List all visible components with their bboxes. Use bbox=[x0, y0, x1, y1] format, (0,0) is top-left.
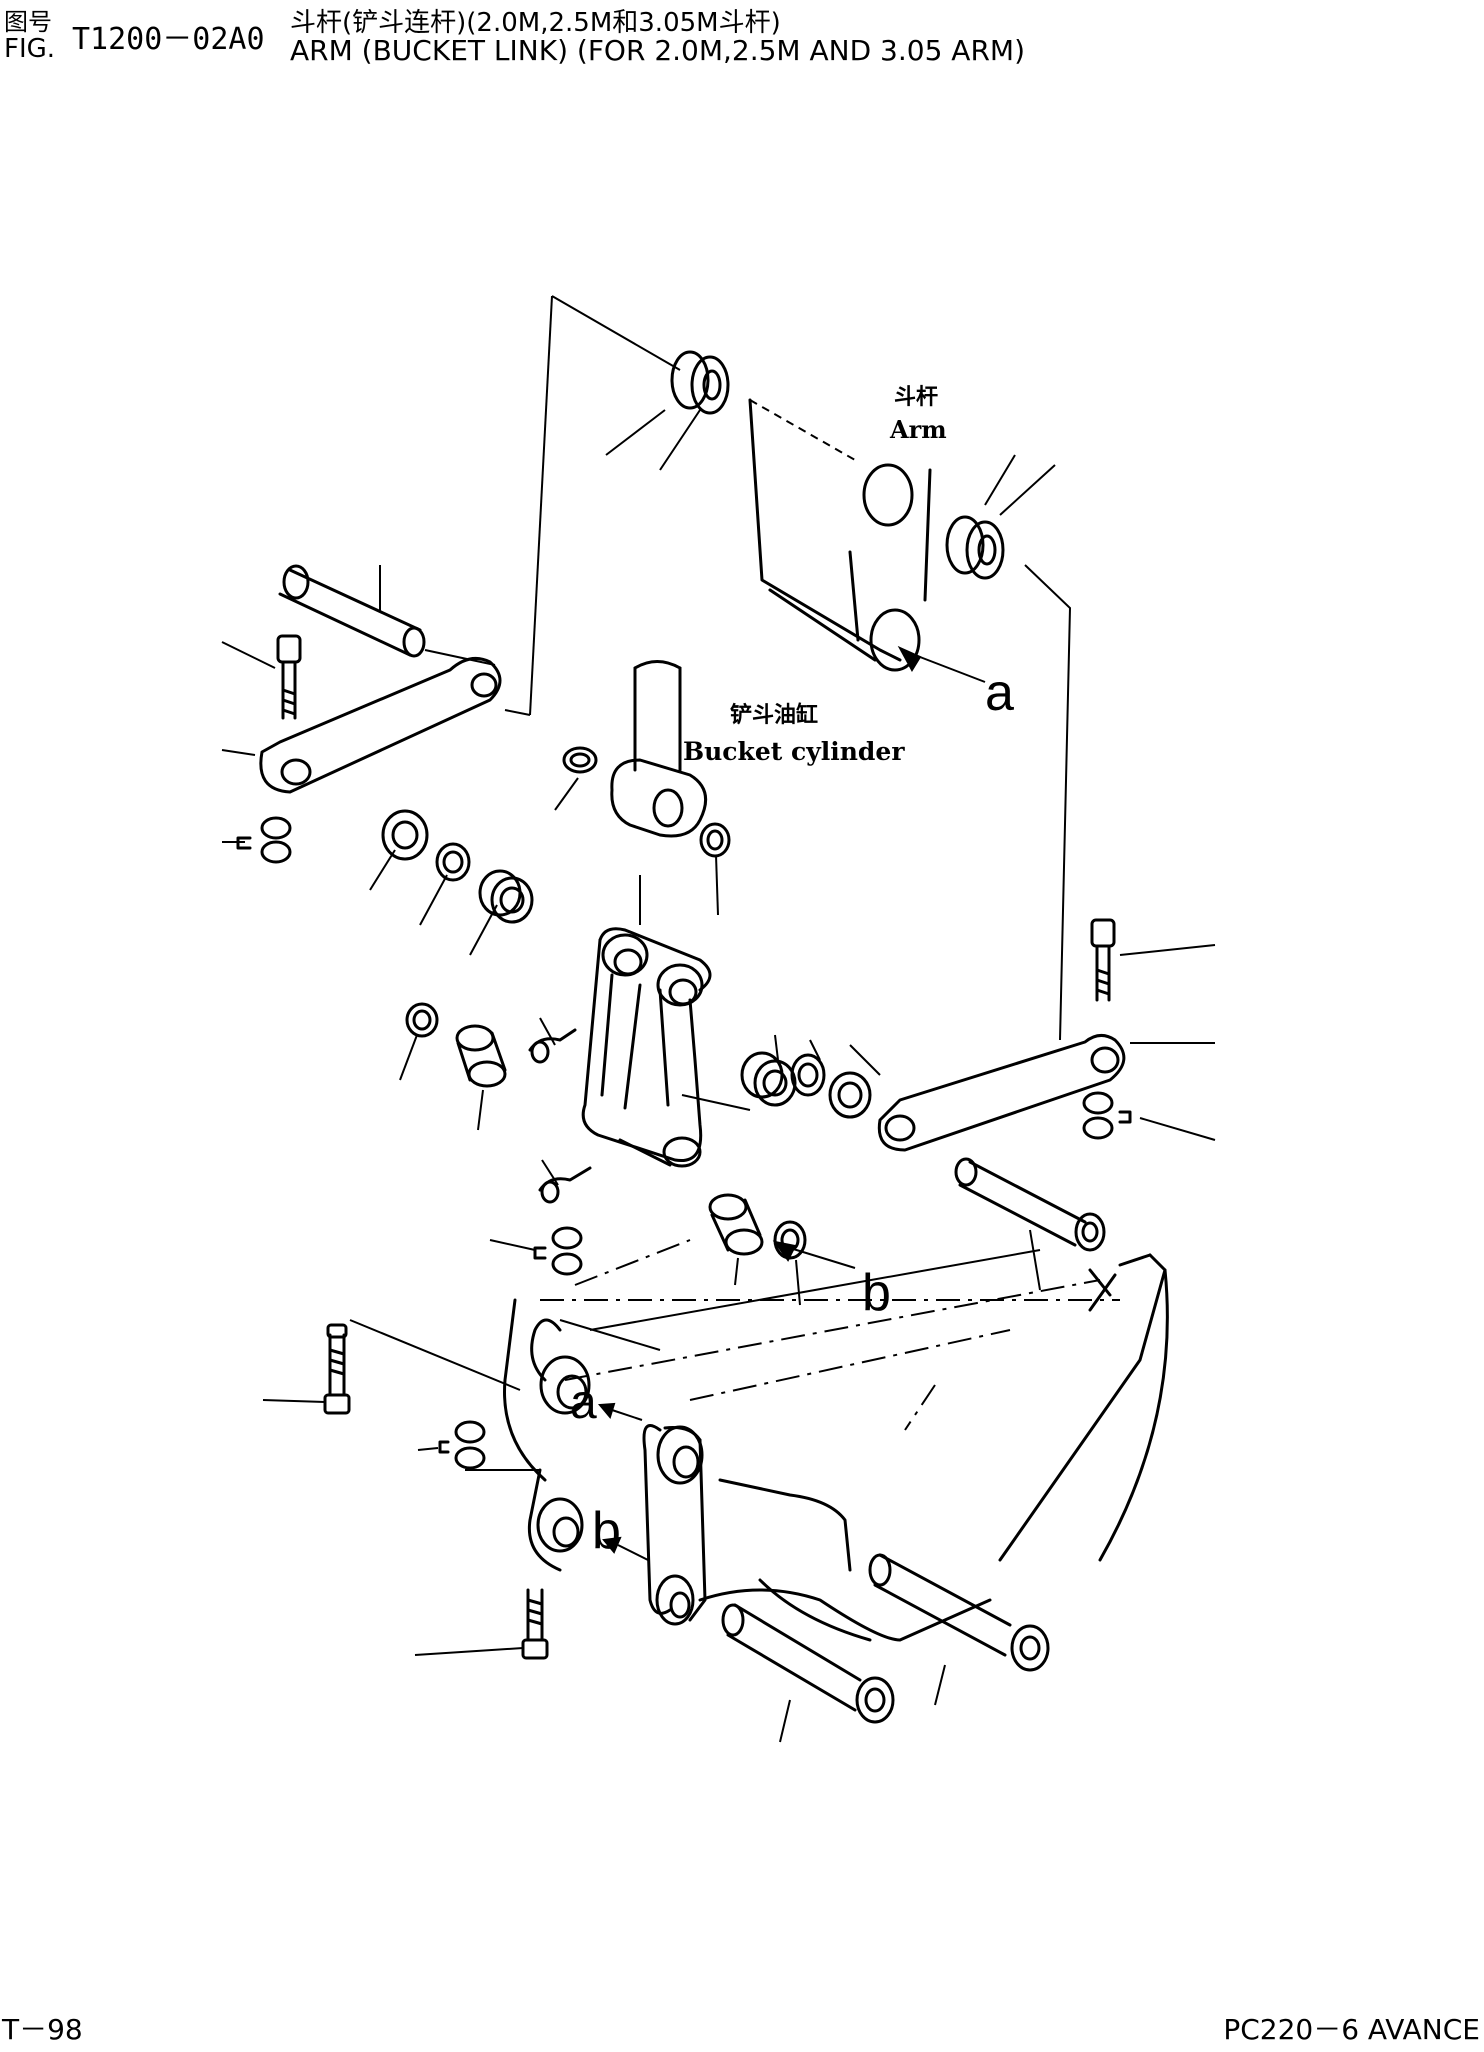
title-en: ARM (BUCKET LINK) (FOR 2.0M,2.5M AND 3.0… bbox=[290, 34, 1025, 67]
washer-left-1 bbox=[381, 809, 429, 861]
grease-fitting-2 bbox=[538, 1166, 592, 1204]
bushing-right-1 bbox=[740, 1051, 797, 1107]
page-number: T－98 bbox=[2, 2013, 83, 2046]
title-cn: 斗杆(铲斗连杆)(2.0M,2.5M和3.05M斗杆) bbox=[290, 8, 781, 38]
bucket-cylinder-end bbox=[610, 660, 708, 838]
left-link bbox=[259, 656, 502, 794]
bucket-link bbox=[581, 927, 712, 1168]
seal-3 bbox=[405, 1002, 439, 1038]
washer-right bbox=[828, 1071, 872, 1119]
right-pin bbox=[954, 1157, 1106, 1252]
figure-number: T1200－02A0 bbox=[72, 22, 265, 57]
model-name: PC220－6 AVANCE bbox=[1223, 2013, 1480, 2046]
upper-left-pin bbox=[278, 564, 426, 658]
cylinder-label-en: Bucket cylinder bbox=[683, 737, 905, 766]
figure-label-en: FIG. bbox=[4, 34, 56, 64]
seal-1 bbox=[562, 746, 598, 774]
arm-label-cn: 斗杆 bbox=[894, 385, 938, 410]
right-bolt bbox=[1090, 918, 1116, 1002]
arm-label-en: Arm bbox=[889, 415, 947, 444]
bucket-bolt-upper bbox=[323, 1323, 351, 1415]
right-link bbox=[877, 1034, 1126, 1152]
left-nuts bbox=[236, 816, 292, 864]
figure-label-cn: 图号 bbox=[4, 8, 52, 36]
ref-b-lower: b bbox=[592, 1502, 621, 1560]
seal-4 bbox=[790, 1053, 826, 1097]
bucket-pin-lower bbox=[721, 1603, 895, 1724]
bucket-nuts-upper bbox=[533, 1226, 583, 1276]
arm-shim-left bbox=[670, 350, 730, 415]
bushing-left-3 bbox=[455, 1024, 507, 1088]
seal-2 bbox=[699, 822, 731, 858]
bucket-pin-upper bbox=[868, 1553, 1050, 1672]
arm-end bbox=[748, 398, 932, 672]
upper-left-bolt bbox=[276, 634, 302, 720]
ref-a-lower: a bbox=[570, 1376, 597, 1429]
grease-fitting-1 bbox=[528, 1028, 577, 1064]
bucket bbox=[503, 1253, 1169, 1642]
bucket-nuts-lower bbox=[438, 1420, 486, 1470]
cylinder-label-cn: 铲斗油缸 bbox=[730, 702, 818, 728]
ref-a-upper: a bbox=[985, 664, 1014, 722]
right-nuts bbox=[1082, 1091, 1132, 1140]
bushing-b bbox=[708, 1193, 764, 1256]
figure-header: 图号 FIG. T1200－02A0 斗杆(铲斗连杆)(2.0M,2.5M和3.… bbox=[0, 0, 1484, 80]
arm-shim-right bbox=[945, 515, 1005, 580]
ref-b-upper: b bbox=[862, 1264, 891, 1322]
bushing-left-2 bbox=[478, 869, 534, 924]
bushing-left-1 bbox=[435, 842, 471, 882]
bucket-bolt-lower bbox=[521, 1588, 549, 1660]
